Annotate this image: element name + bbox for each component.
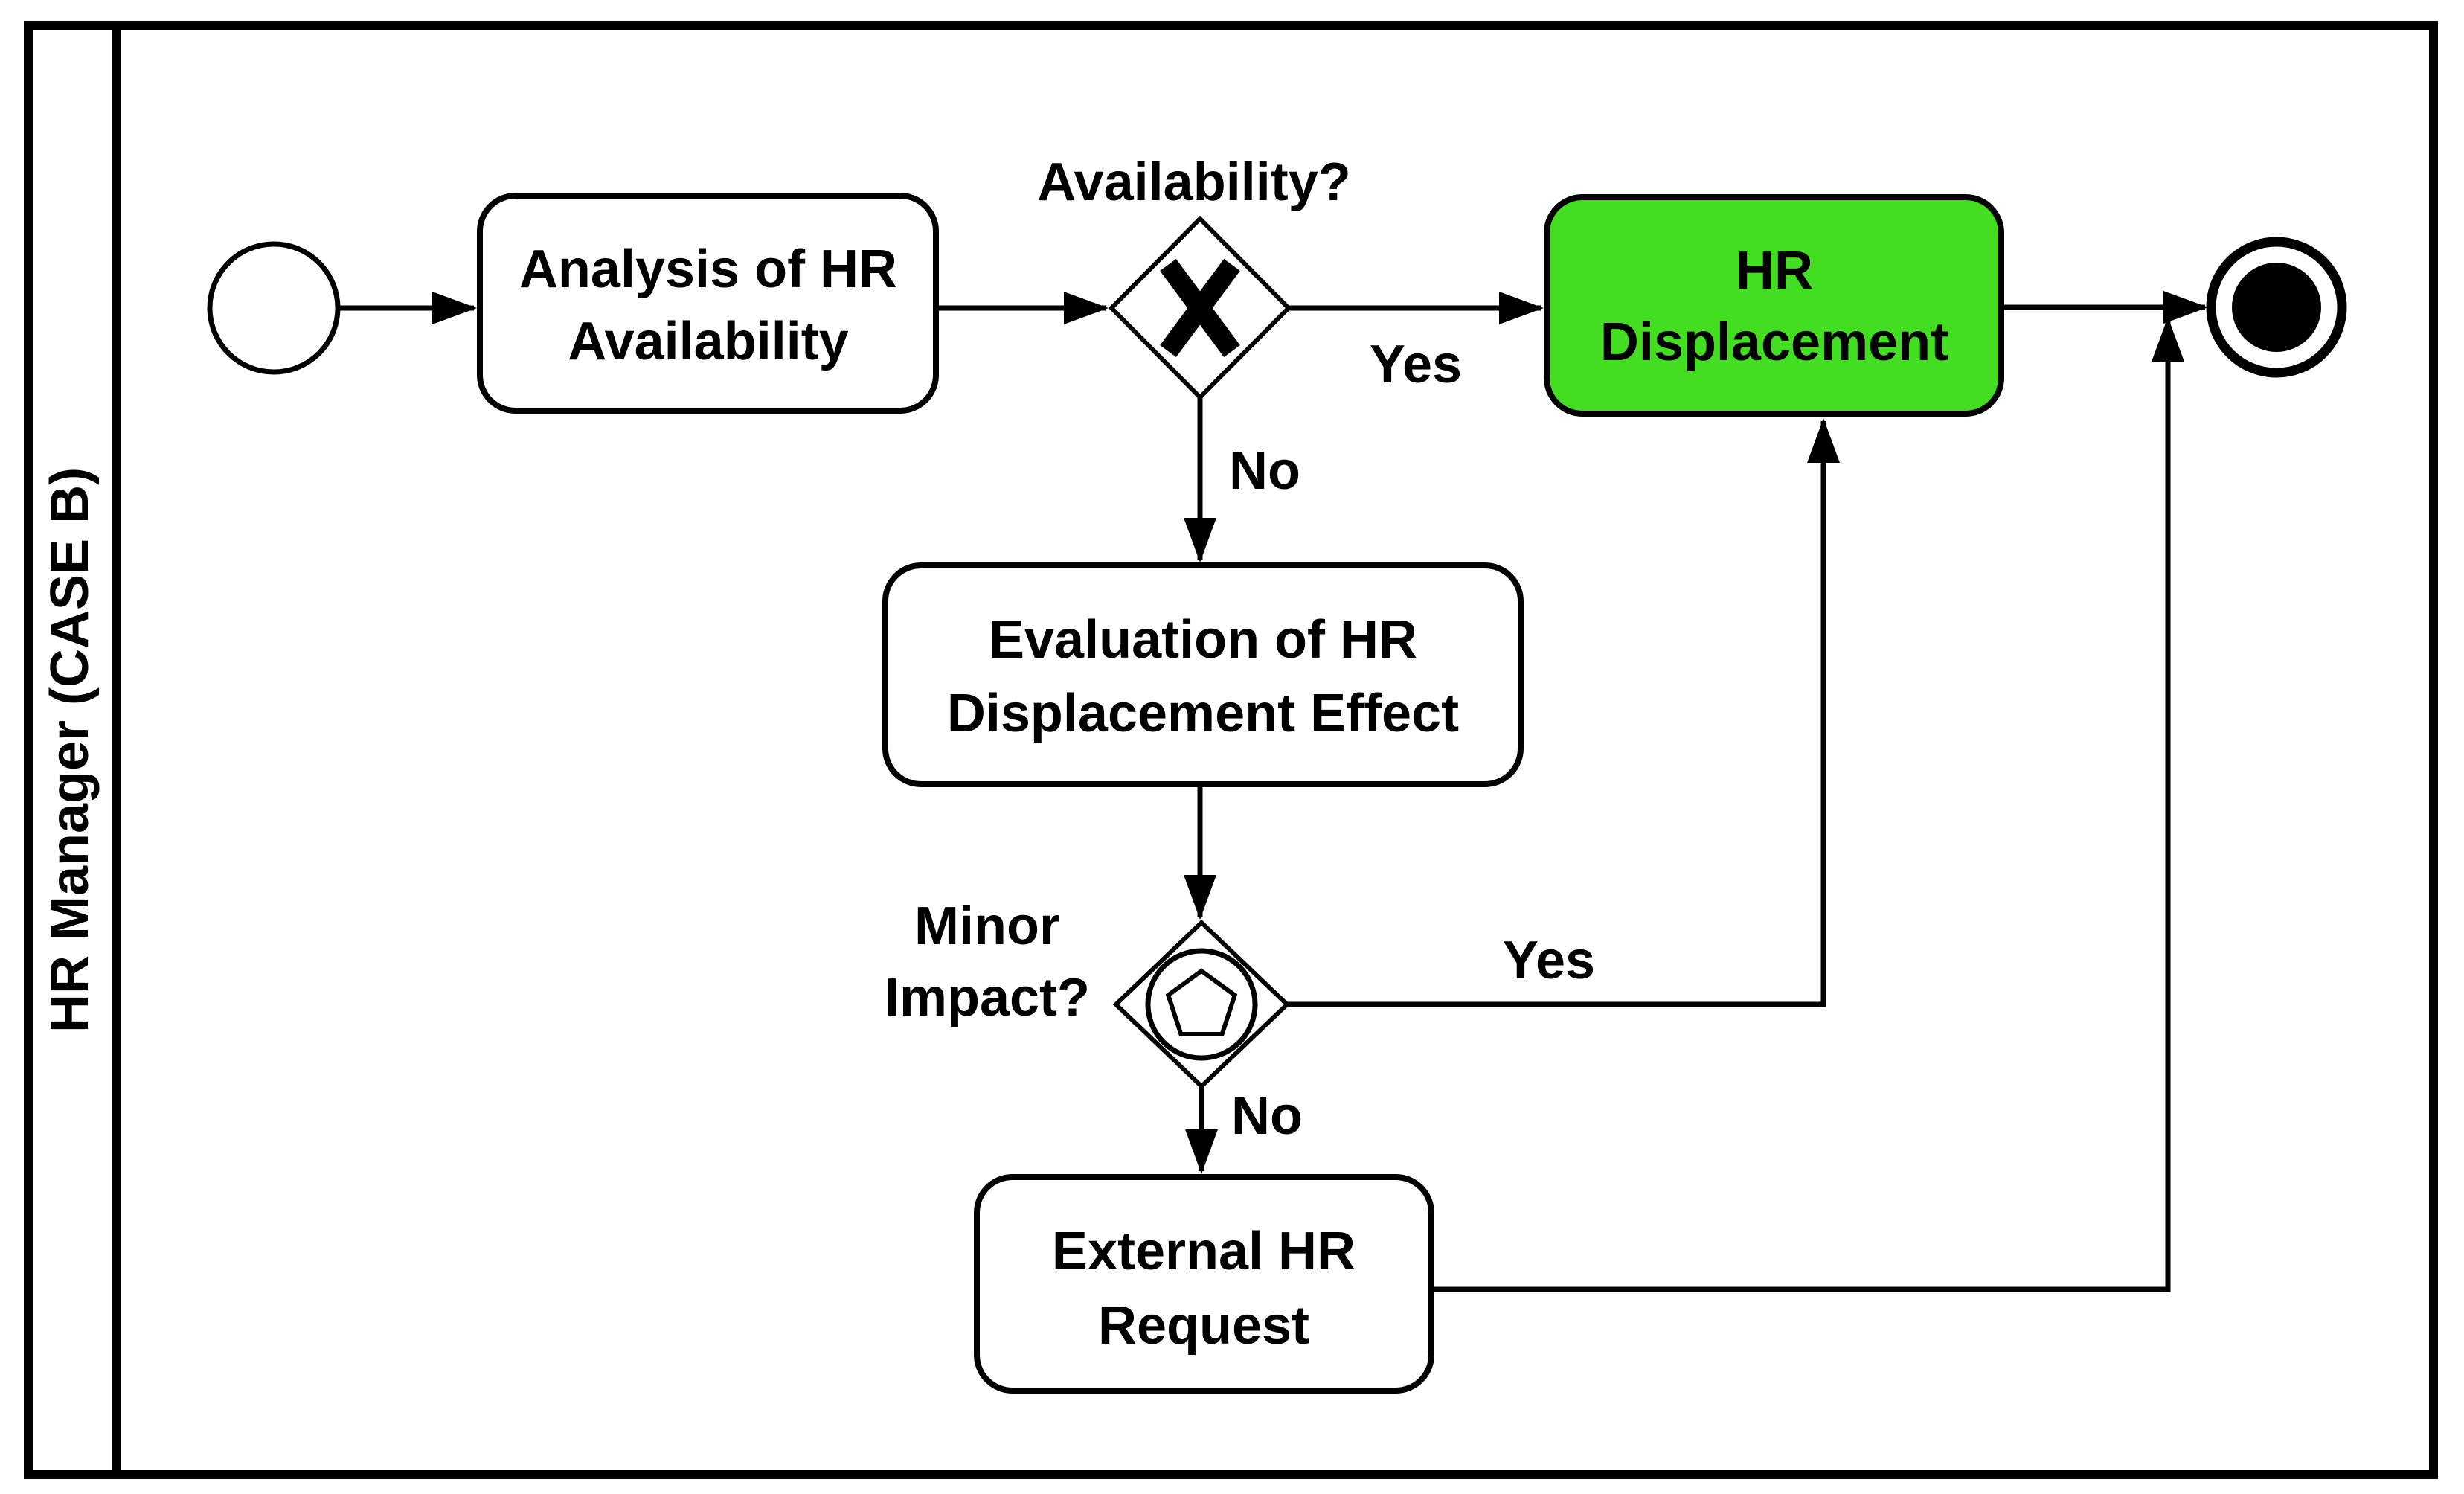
- task-evaluation-of-hr-displacement-effect[interactable]: Evaluation of HR Displacement Effect: [882, 562, 1524, 787]
- event-gateway-circle-icon: [1145, 948, 1258, 1061]
- task-external-hr-request[interactable]: External HR Request: [974, 1174, 1434, 1394]
- task-hr-displacement-box[interactable]: [1544, 194, 2004, 417]
- task-evaluation-label-line2: Displacement Effect: [947, 684, 1459, 743]
- task-analysis-of-hr-availability[interactable]: Analysis of HR Availability: [477, 193, 939, 414]
- label-minor-impact-no: No: [1231, 1086, 1303, 1146]
- gateway-availability-label: Availability?: [1037, 153, 1350, 212]
- end-event[interactable]: [2206, 237, 2347, 378]
- task-hr-displacement-label-line1: HR: [1736, 241, 1813, 301]
- flow-external-to-end: [1431, 317, 2184, 1292]
- task-evaluation-label-line1: Evaluation of HR: [989, 610, 1417, 670]
- task-analysis-label-line1: Analysis of HR: [519, 240, 897, 299]
- task-hr-displacement-label-line2: Displacement: [1600, 312, 1948, 372]
- task-external-request-label-line1: External HR: [1052, 1222, 1355, 1281]
- gateway-minor-impact[interactable]: [1112, 919, 1291, 1090]
- task-hr-displacement[interactable]: HR Displacement: [1544, 194, 2004, 417]
- task-external-request-label-line2: Request: [1098, 1296, 1309, 1356]
- event-gateway-pentagon-icon: [1165, 968, 1238, 1036]
- flow-minor-impact-yes: [1287, 418, 1840, 1007]
- gateway-minor-impact-label-line2: Impact?: [885, 968, 1090, 1027]
- start-event-circle[interactable]: [207, 241, 341, 375]
- lane-title: HR Manager (CASE B): [40, 467, 100, 1033]
- gateway-availability[interactable]: [1108, 215, 1292, 401]
- pool-border: [24, 21, 2438, 1479]
- label-minor-impact-yes: Yes: [1503, 931, 1595, 990]
- exclusive-gateway-x-icon: [1160, 258, 1240, 358]
- end-event-inner-disc: [2232, 263, 2321, 352]
- gateway-minor-impact-label-line1: Minor: [914, 897, 1060, 956]
- label-availability-no: No: [1229, 441, 1300, 501]
- label-availability-yes: Yes: [1370, 335, 1462, 394]
- task-analysis-label-line2: Availability: [568, 312, 848, 371]
